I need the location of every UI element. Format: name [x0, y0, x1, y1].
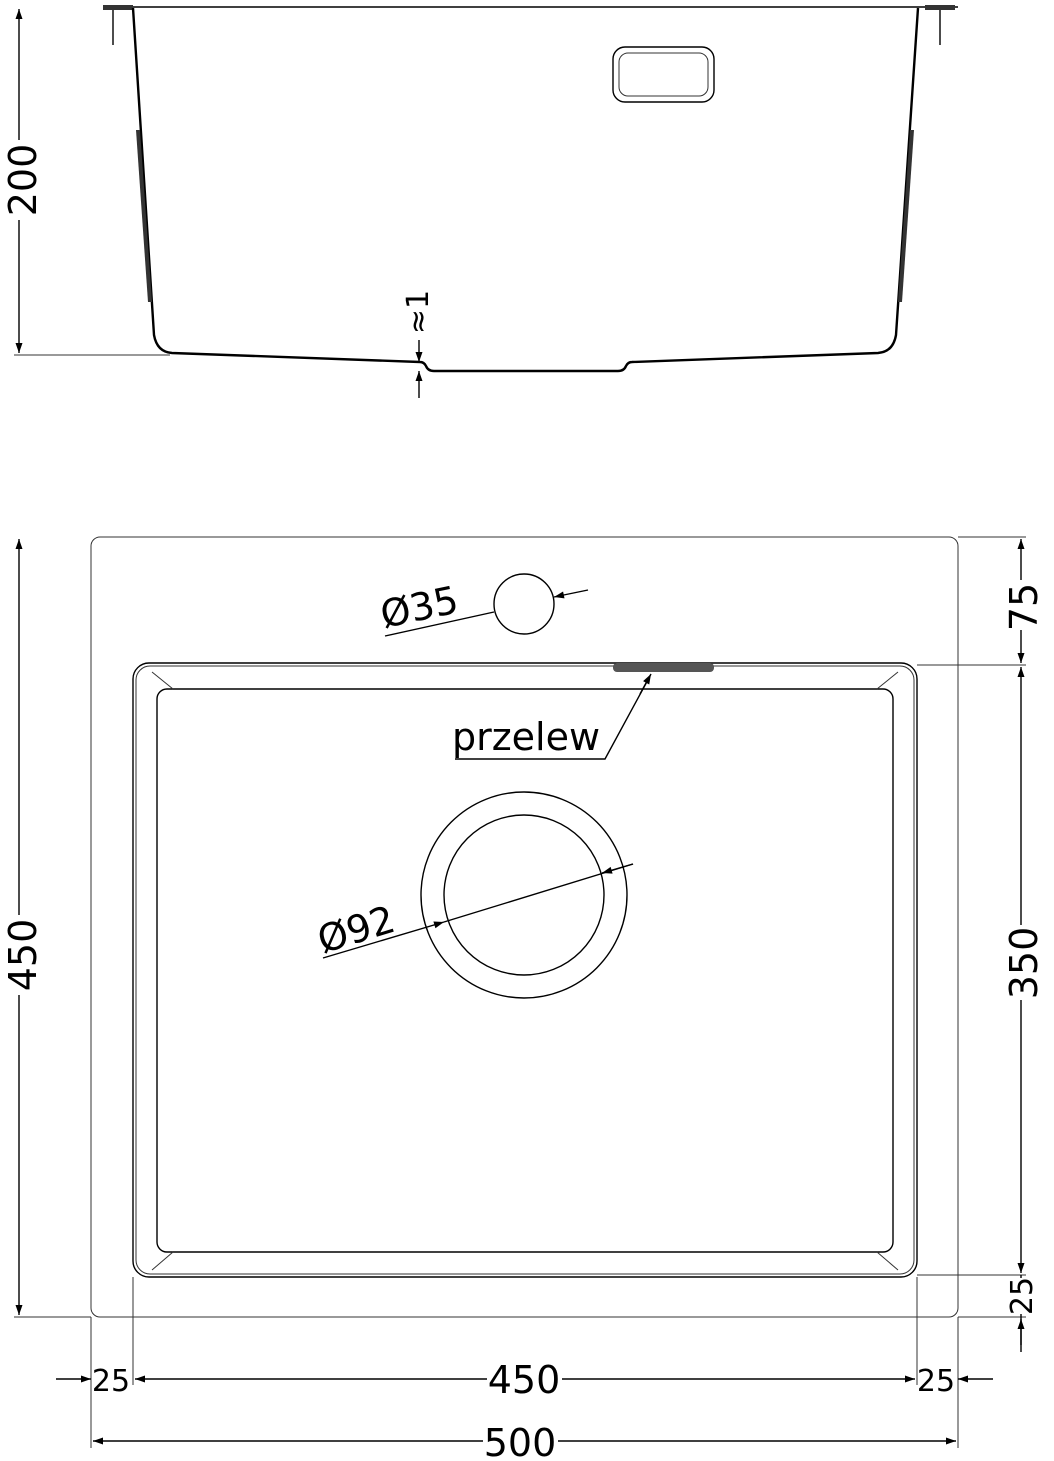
bowl-rim — [135, 665, 915, 1275]
drain-dim-line — [443, 863, 634, 923]
corner-chamfer — [876, 1251, 899, 1271]
drain-inner — [443, 814, 605, 976]
bottom-bowl-width-dim-label: 450 — [488, 1358, 561, 1402]
overflow-slot — [613, 663, 714, 672]
tap-dim-arrow — [553, 589, 589, 599]
label-bg — [1005, 580, 1041, 630]
label-bg — [1005, 925, 1041, 1000]
drain-dim-arrow — [601, 863, 634, 874]
tap-hole — [493, 573, 555, 635]
corner-chamfer — [876, 671, 899, 690]
bowl-outer-edge — [132, 662, 918, 1278]
corner-chamfer — [151, 1251, 174, 1271]
overflow-slot-side — [612, 46, 715, 103]
overflow-slot-inner — [618, 52, 709, 97]
label-bg — [1008, 1278, 1040, 1314]
drain-outer — [420, 791, 628, 999]
overflow-leader — [455, 675, 651, 760]
bowl-bottom — [156, 688, 894, 1253]
bottom-left-margin-dim-label: 25 — [92, 1364, 130, 1399]
overflow-label: przelew — [452, 715, 600, 759]
left-flange — [103, 5, 133, 10]
label-bg — [4, 140, 34, 220]
left-insulation — [136, 130, 152, 302]
side-view: 200 ≈1 — [1, 5, 958, 398]
approx-dim-label: ≈1 — [401, 290, 436, 334]
right-bowl-dim-label: 350 — [1002, 927, 1046, 1000]
overflow-leader-arrow — [639, 673, 652, 695]
bottom-right-margin-dim-label: 25 — [917, 1364, 955, 1399]
sink-outline — [90, 536, 959, 1318]
tap-dim-leader — [384, 611, 495, 637]
right-top-dim-label: 75 — [1002, 583, 1046, 631]
right-bottom-dim-label: 25 — [1005, 1277, 1040, 1315]
top-view: Ø35 Ø92 przelew 450 75 350 25 — [1, 536, 1046, 1461]
right-insulation — [898, 130, 914, 302]
bowl-profile — [131, 7, 920, 373]
label-bg — [4, 915, 34, 995]
drain-dim-leader — [322, 921, 445, 959]
overall-width-dim-label: 500 — [484, 1421, 557, 1461]
right-flange — [925, 5, 955, 10]
corner-chamfer — [151, 671, 174, 690]
left-height-dim-label: 450 — [1, 919, 45, 992]
tap-hole-dim-label: Ø35 — [376, 578, 462, 637]
drain-dim-label: Ø92 — [312, 897, 400, 962]
height-dim-label: 200 — [1, 144, 45, 217]
